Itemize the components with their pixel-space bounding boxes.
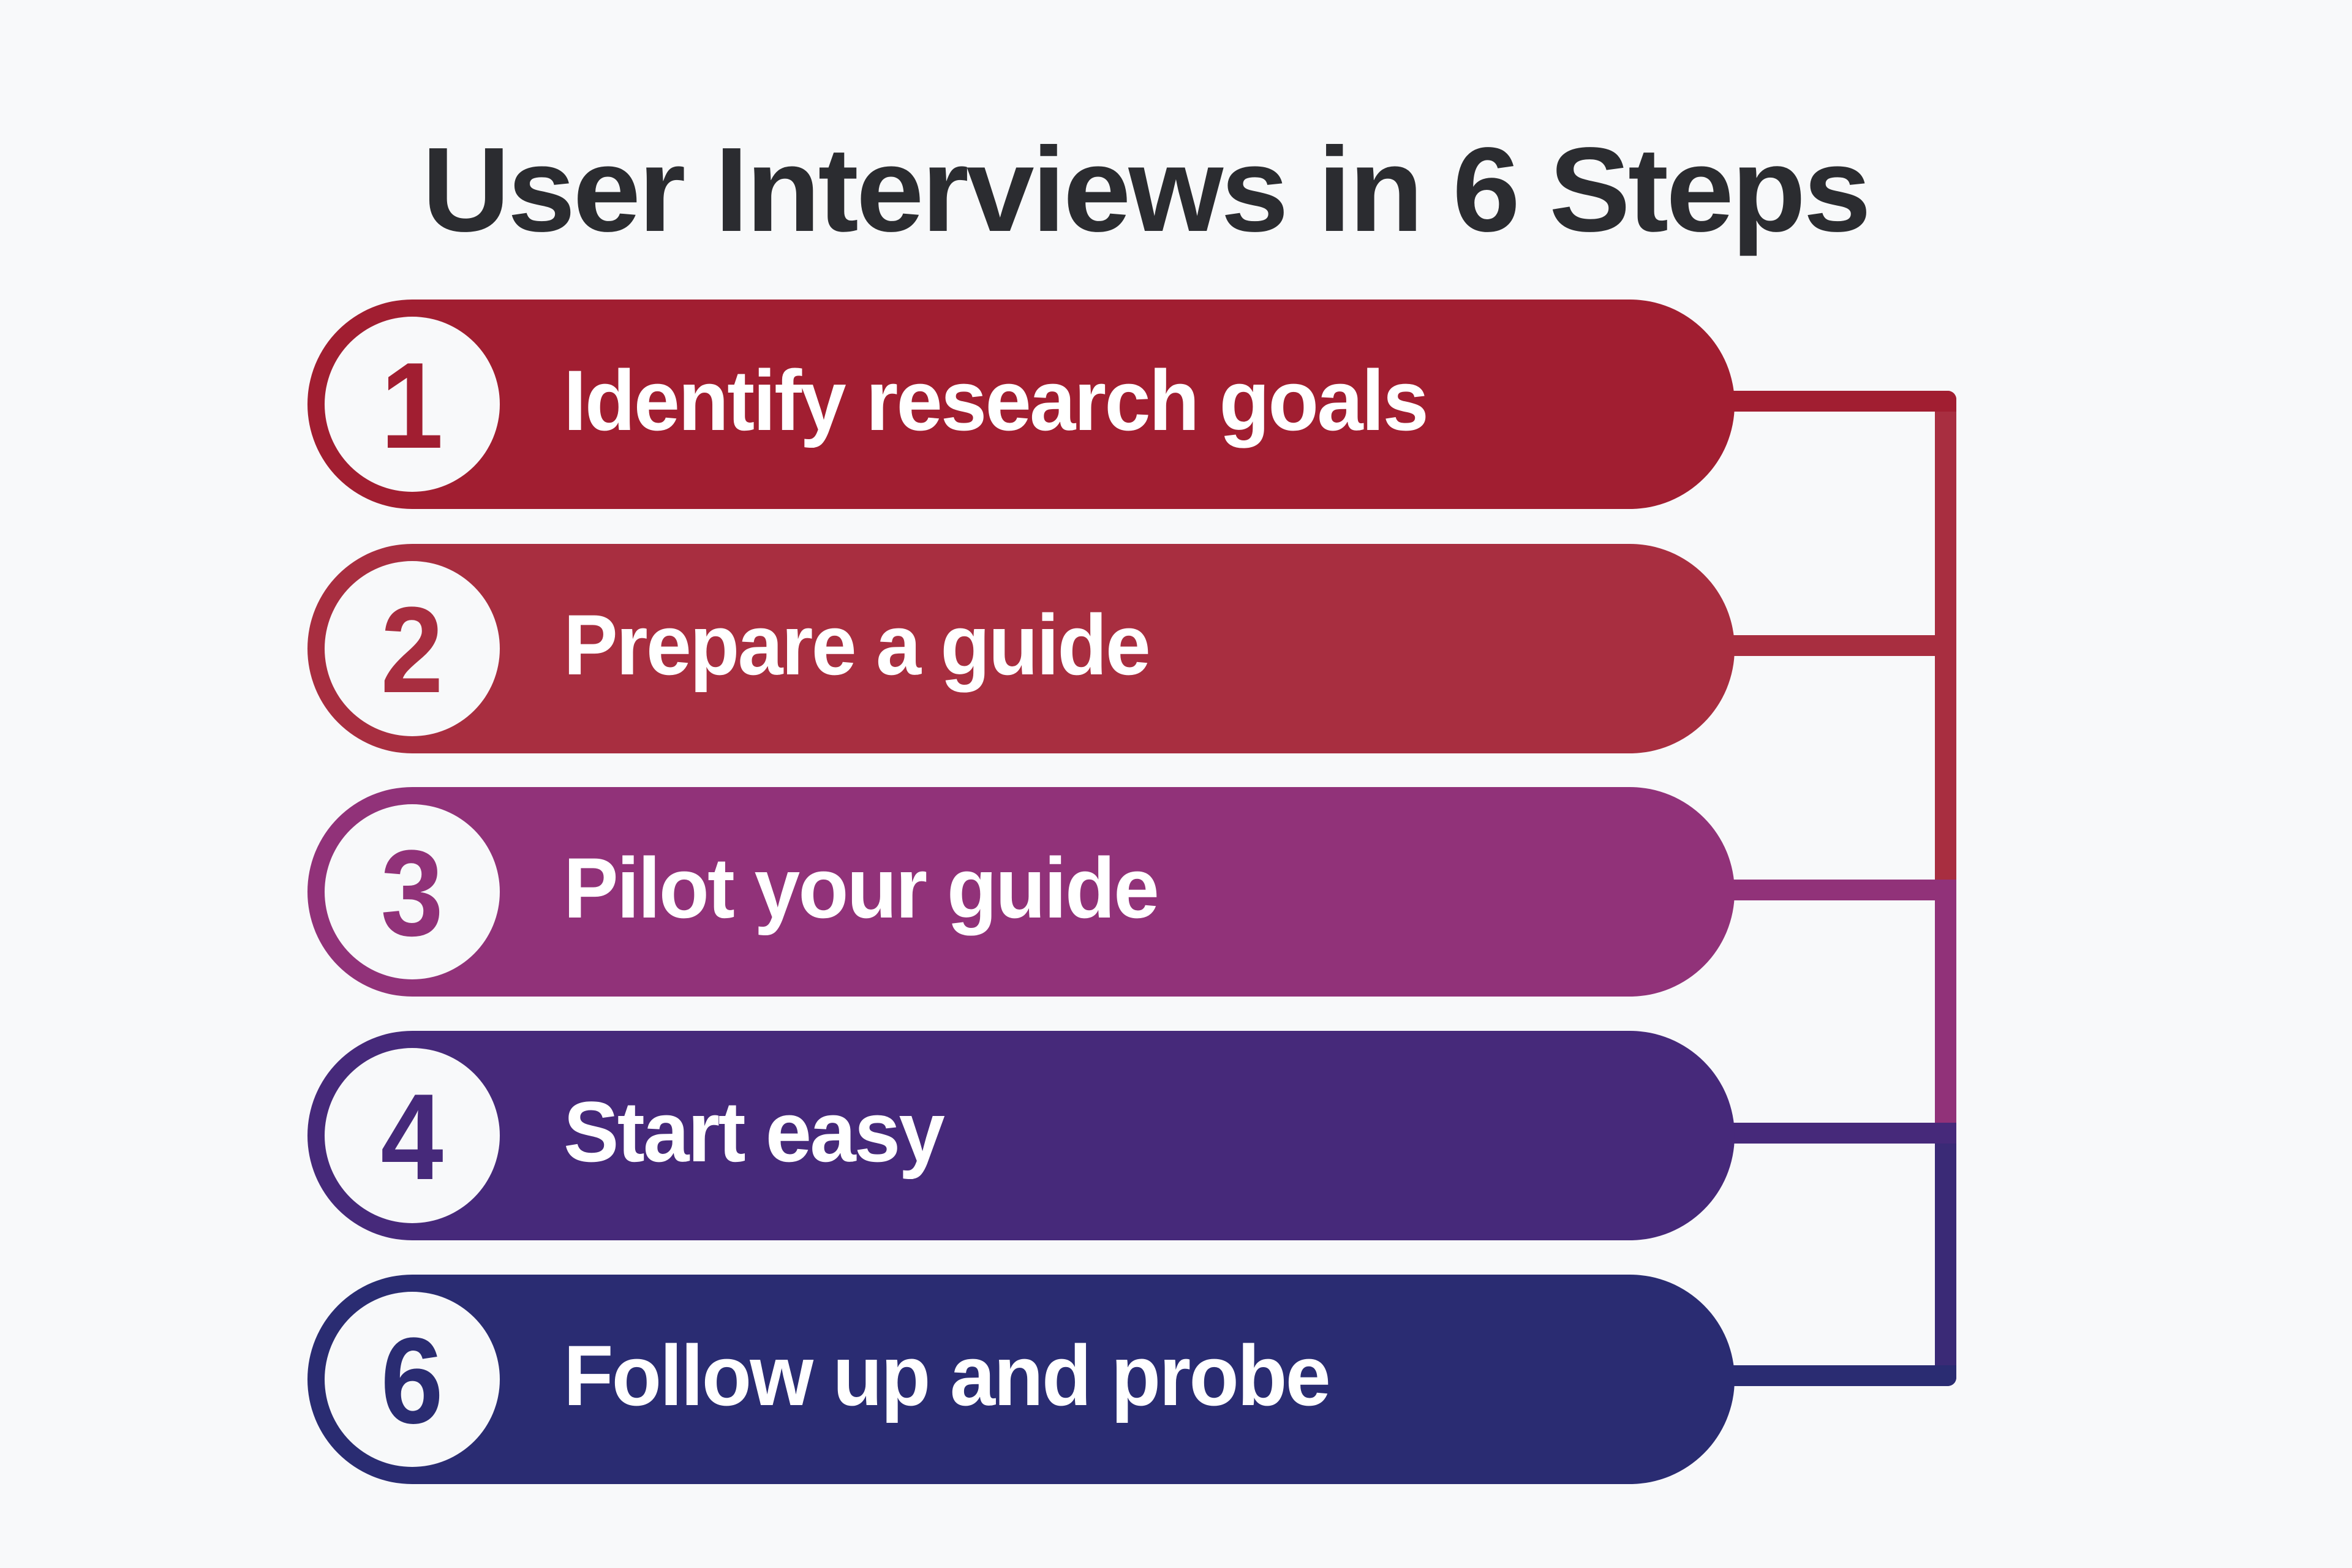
step-label: Identify research goals [564, 352, 1429, 448]
step-number: 3 [380, 825, 444, 962]
page-title: User Interviews in 6 Steps [422, 116, 1871, 263]
step-6: 6 Follow up and probe [307, 1275, 1735, 1484]
step-label: Prepare a guide [564, 597, 1151, 693]
step-label: Pilot your guide [564, 840, 1159, 936]
title-text: User Interviews in 6 Steps [422, 123, 1871, 257]
connector-branch-6 [1731, 1365, 1956, 1386]
connector-branch-1 [1731, 391, 1956, 412]
connector-vertical-segment-2 [1935, 890, 1956, 1133]
step-number: 4 [380, 1069, 444, 1205]
step-number-badge: 6 [325, 1292, 500, 1467]
step-number-badge: 1 [325, 317, 500, 492]
connector-branch-3 [1731, 880, 1956, 900]
step-3: 3 Pilot your guide [307, 787, 1735, 997]
step-2: 2 Prepare a guide [307, 544, 1735, 753]
connector-branch-4 [1731, 1123, 1956, 1144]
step-number-badge: 3 [325, 804, 500, 979]
step-label: Follow up and probe [564, 1327, 1331, 1423]
step-number: 1 [380, 337, 444, 474]
step-4: 4 Start easy [307, 1031, 1735, 1240]
step-number: 2 [380, 582, 444, 718]
connector-vertical-segment-3 [1935, 1133, 1956, 1386]
step-label: Start easy [564, 1084, 945, 1180]
step-number: 6 [380, 1313, 444, 1449]
step-number-badge: 2 [325, 561, 500, 736]
step-number-badge: 4 [325, 1048, 500, 1223]
step-1: 1 Identify research goals [307, 300, 1735, 509]
connector-branch-2 [1731, 635, 1956, 656]
